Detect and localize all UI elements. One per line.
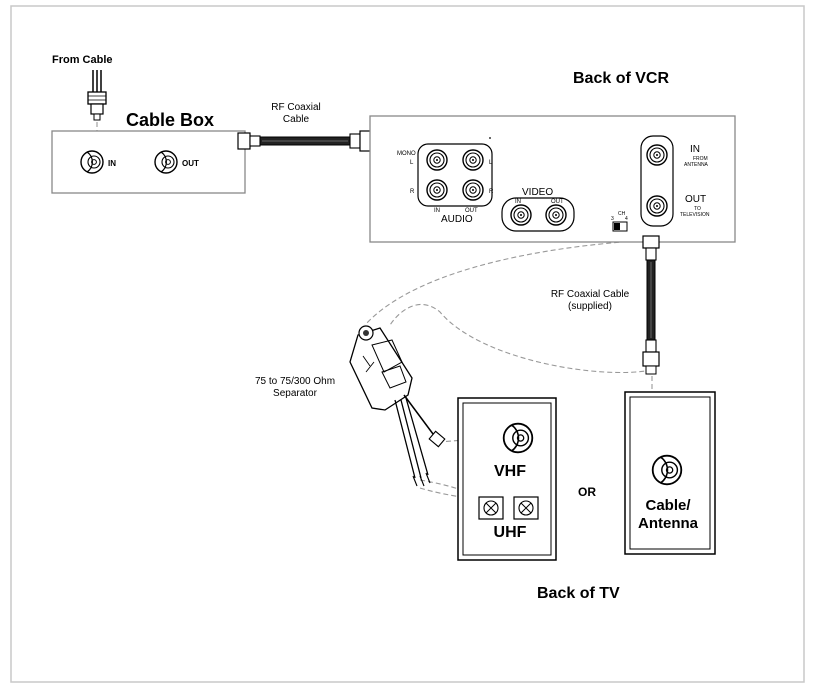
ch-switch-4-label: 4	[625, 216, 628, 222]
ohm-separator	[349, 325, 446, 487]
ch-switch-3-label: 3	[611, 216, 614, 222]
rf-cable-top-line2: Cable	[283, 114, 310, 125]
video-out-jack-icon	[545, 204, 567, 226]
audio-label: AUDIO	[441, 214, 473, 225]
audio-out-r-label: R	[489, 189, 494, 195]
page-frame	[10, 5, 805, 683]
panel-dot	[489, 137, 491, 139]
cable-antenna-jack-icon	[651, 454, 683, 486]
video-jack-group	[501, 197, 575, 232]
vhf-jack-icon	[502, 422, 534, 454]
cable-box-out-label: OUT	[182, 159, 199, 168]
cable-antenna-line2: Antenna	[638, 515, 699, 532]
cable-box-out-jack-icon	[154, 150, 178, 174]
rf-coaxial-cable-top	[237, 130, 373, 152]
cable-box-in-label: IN	[108, 159, 116, 168]
tv-panel-vhf-uhf	[457, 397, 557, 561]
antenna-out-sub-label: TO	[694, 206, 701, 212]
cable-box-title: Cable Box	[126, 110, 214, 130]
rf-cable-supplied-line2: (supplied)	[568, 301, 612, 312]
cable-antenna-line1: Cable/	[645, 497, 691, 514]
antenna-out-main-label: OUT	[685, 194, 706, 205]
video-in-label: IN	[515, 199, 521, 205]
antenna-in-sub2-label: ANTENNA	[684, 162, 709, 168]
video-out-label: OUT	[551, 199, 564, 205]
antenna-in-main-label: IN	[690, 144, 700, 155]
vcr-title: Back of VCR	[573, 70, 669, 87]
audio-out-label: OUT	[465, 208, 478, 214]
video-label: VIDEO	[522, 187, 553, 198]
or-label: OR	[578, 485, 596, 499]
antenna-out-sub2-label: TELEVISION	[680, 212, 710, 218]
uhf-terminal-left-icon	[478, 496, 504, 520]
audio-in-l-label: L	[410, 160, 414, 166]
audio-mono-label: MONO	[397, 151, 416, 157]
antenna-jack-group	[640, 135, 674, 227]
ch-switch-label: CH	[618, 211, 626, 217]
antenna-in-sub-label: FROM	[693, 156, 708, 162]
uhf-terminal-right-icon	[513, 496, 539, 520]
tv-panel-cable-antenna-inner	[629, 396, 711, 550]
uhf-label: UHF	[494, 524, 527, 541]
tv-title: Back of TV	[537, 585, 620, 602]
ch-switch-knob	[614, 223, 620, 230]
incoming-cable-plug	[87, 70, 107, 121]
rf-coaxial-cable-supplied	[642, 235, 660, 375]
vhf-label: VHF	[494, 463, 526, 480]
audio-in-right-jack-icon	[426, 179, 448, 201]
audio-out-right-jack-icon	[462, 179, 484, 201]
audio-in-left-jack-icon	[426, 149, 448, 171]
audio-out-left-jack-icon	[462, 149, 484, 171]
separator-line1: 75 to 75/300 Ohm	[255, 376, 335, 387]
separator-line2: Separator	[273, 388, 318, 399]
from-cable-label: From Cable	[52, 54, 113, 66]
audio-out-l-label: L	[489, 160, 493, 166]
rf-cable-supplied-line1: RF Coaxial Cable	[551, 289, 630, 300]
rf-cable-top-line1: RF Coaxial	[271, 102, 320, 113]
cable-box-in-jack-icon	[80, 150, 104, 174]
audio-jack-group	[417, 143, 493, 207]
audio-in-label: IN	[434, 208, 440, 214]
tv-panel-vhf-uhf-inner	[462, 402, 552, 556]
antenna-out-jack-icon	[646, 195, 668, 217]
antenna-in-jack-icon	[646, 144, 668, 166]
audio-in-r-label: R	[410, 189, 415, 195]
video-in-jack-icon	[510, 204, 532, 226]
